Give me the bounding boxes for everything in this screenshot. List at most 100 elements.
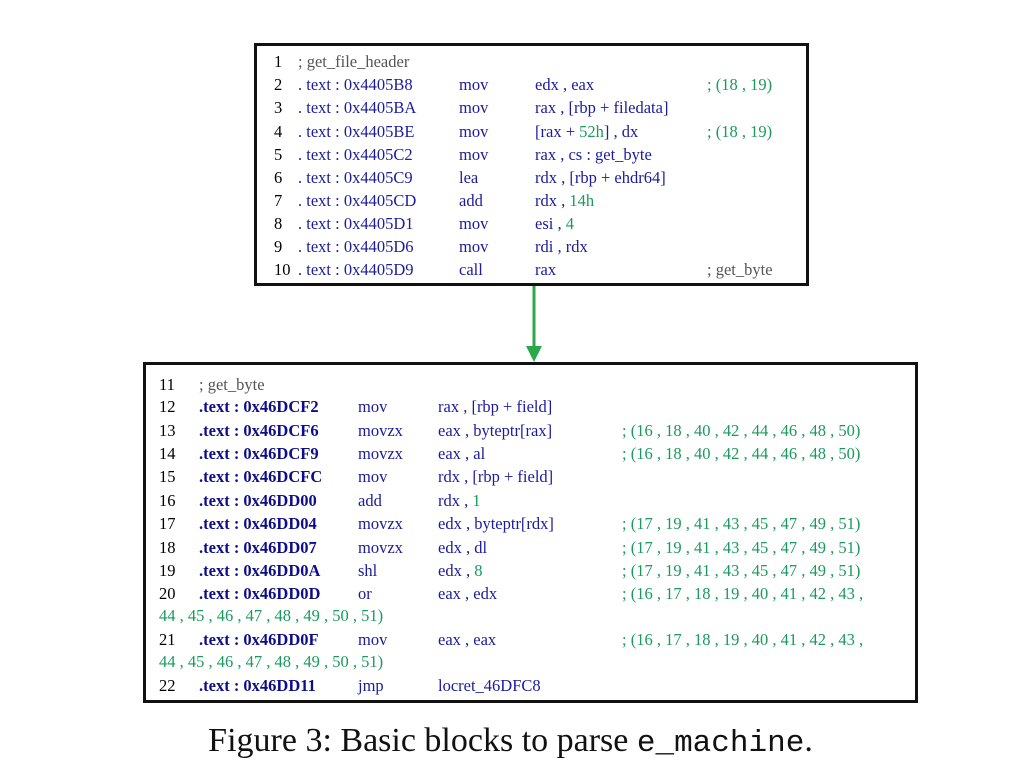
line-number: 18 [159, 538, 176, 557]
line-number: 4 [274, 122, 283, 141]
caption-suffix: . [804, 722, 813, 759]
address: . text : 0x4405BA [298, 98, 417, 117]
operands: [rax + 52h] , dx [535, 122, 639, 141]
address: . text : 0x4405C2 [298, 145, 413, 164]
opcode: movzx [358, 538, 403, 557]
basic-block-get-byte: 11 ; get_byte 12 .text : 0x46DCF2 mov rax , [… [143, 362, 918, 703]
code-line: 11 ; get_byte [146, 373, 915, 396]
address: .text : 0x46DD11 [199, 676, 316, 695]
comment: ; (16 , 18 , 40 , 42 , 44 , 46 , 48 , 50… [622, 444, 861, 463]
address: .text : 0x46DD00 [199, 491, 317, 510]
line-number: 2 [274, 75, 283, 94]
line-number: 20 [159, 584, 176, 603]
address: .text : 0x46DCFC [199, 467, 323, 486]
opcode: mov [459, 98, 489, 117]
operands: rdx , [rbp + field] [438, 467, 554, 486]
operands: edx , byteptr[rdx] [438, 514, 554, 533]
operands: eax , eax [438, 630, 497, 649]
address: . text : 0x4405D9 [298, 260, 414, 279]
operands: locret_46DFC8 [438, 676, 541, 695]
line-number: 13 [159, 421, 176, 440]
opcode: jmp [358, 676, 384, 695]
operands: edx , eax [535, 75, 595, 94]
line-number: 1 [274, 52, 283, 71]
operands: rax [535, 260, 557, 279]
operands: eax , byteptr[rax] [438, 421, 553, 440]
operands: rdx , 1 [438, 491, 481, 510]
code-line: 14 .text : 0x46DCF9 movzx eax , al ; (16 , 1… [146, 442, 915, 465]
comment: ; (17 , 19 , 41 , 43 , 45 , 47 , 49 , 51… [622, 538, 861, 557]
code-line: 7 . text : 0x4405CD add rdx , 14h [257, 189, 806, 212]
code-line: 44 , 45 , 46 , 47 , 48 , 49 , 50 , 51) [146, 650, 915, 673]
operands: edx , dl [438, 538, 488, 557]
line-number: 15 [159, 467, 176, 486]
comment: ; (18 , 19) [707, 75, 773, 94]
opcode: add [459, 191, 483, 210]
code-line: 5 . text : 0x4405C2 mov rax , cs : get_byte [257, 143, 806, 166]
line-number: 6 [274, 168, 283, 187]
opcode: mov [358, 467, 388, 486]
line-number: 11 [159, 375, 175, 394]
line-number: 5 [274, 145, 283, 164]
line-number: 3 [274, 98, 283, 117]
opcode: movzx [358, 444, 403, 463]
line-number: 17 [159, 514, 176, 533]
opcode: shl [358, 561, 378, 580]
address: .text : 0x46DCF2 [199, 397, 319, 416]
opcode: movzx [358, 421, 403, 440]
comment: ; (16 , 18 , 40 , 42 , 44 , 46 , 48 , 50… [622, 421, 861, 440]
address: .text : 0x46DCF9 [199, 444, 319, 463]
line-number: 7 [274, 191, 283, 210]
address: .text : 0x46DD07 [199, 538, 317, 557]
address: .text : 0x46DD04 [199, 514, 317, 533]
operands: rax , [rbp + field] [438, 397, 553, 416]
operands: eax , al [438, 444, 486, 463]
line-number: 9 [274, 237, 283, 256]
address: . text : 0x4405D1 [298, 214, 414, 233]
figure-caption: Figure 3: Basic blocks to parse e_machin… [0, 722, 1021, 761]
opcode: call [459, 260, 483, 279]
line-number: 12 [159, 397, 176, 416]
operands: eax , edx [438, 584, 498, 603]
opcode: mov [459, 75, 489, 94]
line-number: 14 [159, 444, 176, 463]
comment: ; (18 , 19) [707, 122, 773, 141]
comment: ; get_byte [707, 260, 773, 279]
comment: ; (17 , 19 , 41 , 43 , 45 , 47 , 49 , 51… [622, 561, 861, 580]
comment: ; (17 , 19 , 41 , 43 , 45 , 47 , 49 , 51… [622, 514, 861, 533]
opcode: mov [459, 237, 489, 256]
address: .text : 0x46DD0F [199, 630, 319, 649]
opcode: mov [459, 145, 489, 164]
comment: ; (16 , 17 , 18 , 19 , 40 , 41 , 42 , 43… [622, 584, 864, 603]
operands: esi , 4 [535, 214, 574, 233]
address: . text : 0x4405CD [298, 191, 417, 210]
operands: edx , 8 [438, 561, 483, 580]
caption-prefix: Figure 3: Basic blocks to parse [208, 722, 637, 759]
opcode: add [358, 491, 382, 510]
operands: rdi , rdx [535, 237, 588, 256]
address: . text : 0x4405D6 [298, 237, 414, 256]
code-line: 16 .text : 0x46DD00 add rdx , 1 [146, 489, 915, 512]
code-line: 9 . text : 0x4405D6 mov rdi , rdx [257, 235, 806, 258]
code-line: 44 , 45 , 46 , 47 , 48 , 49 , 50 , 51) [146, 604, 915, 627]
address: ; get_byte [199, 375, 265, 394]
comment: ; (16 , 17 , 18 , 19 , 40 , 41 , 42 , 43… [622, 630, 864, 649]
opcode: mov [459, 122, 489, 141]
address: .text : 0x46DCF6 [199, 421, 319, 440]
operands: rax , cs : get_byte [535, 145, 652, 164]
address: .text : 0x46DD0A [199, 561, 321, 580]
line-number: 16 [159, 491, 176, 510]
address: ; get_file_header [298, 52, 410, 71]
operands: rdx , 14h [535, 191, 595, 210]
